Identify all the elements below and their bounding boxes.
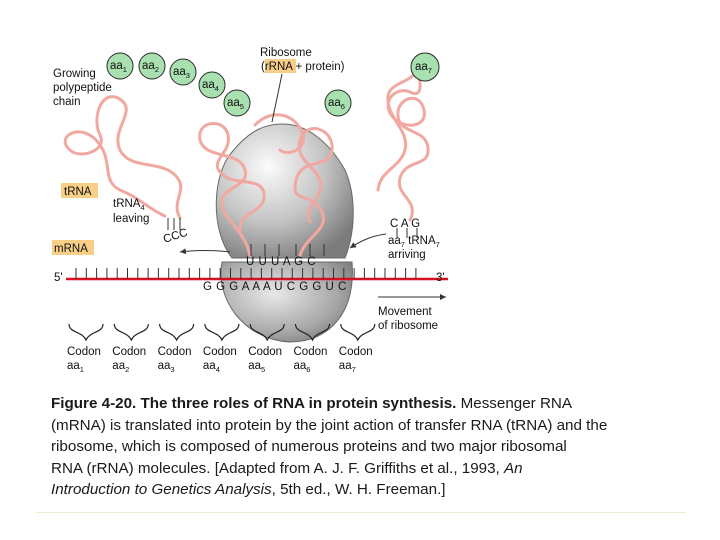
- ribosome: [215, 123, 354, 343]
- amino-acid-aa2: aa2: [138, 52, 166, 80]
- caption-line-4a: RNA (rRNA) molecules. [Adapted from A. J…: [51, 459, 504, 477]
- amino-acid-aa6: aa6: [324, 89, 352, 117]
- svg-text:tRNA4: tRNA4: [113, 198, 145, 212]
- codon-brace: [159, 323, 195, 342]
- anticodon-bases: U U U A G C: [246, 256, 316, 268]
- codon-brace: [294, 323, 331, 342]
- svg-text:aa7 tRNA7: aa7 tRNA7: [388, 235, 440, 249]
- codon-amino-acid-label: aa4: [203, 360, 220, 374]
- svg-text:polypeptide: polypeptide: [53, 82, 112, 94]
- codon-brace: [249, 323, 285, 342]
- amino-acid-aa5: aa5: [223, 89, 251, 117]
- arriving-arrow: [349, 233, 387, 249]
- codon-amino-acid-label: aa5: [248, 360, 265, 374]
- ribosome-label: Ribosome (rRNA + protein): [260, 47, 345, 123]
- svg-text:aa6: aa6: [328, 97, 345, 111]
- trna-strands: [63, 66, 430, 258]
- anticodon-arriving: C A G: [390, 218, 420, 230]
- caption-line-5b: , 5th ed., W. H. Freeman.]: [271, 481, 446, 498]
- trna-leaving-strand: [63, 95, 183, 220]
- mrna-bases: G G G A A A U C G G U C: [203, 281, 347, 293]
- figure-caption: Figure 4-20. The three roles of RNA in p…: [51, 393, 691, 501]
- mrna-strand: 5' 3': [54, 268, 448, 284]
- ribosome-small-subunit: [220, 261, 353, 343]
- codon-label: Codon: [203, 346, 237, 358]
- codon-amino-acid-label: aa1: [67, 360, 84, 374]
- svg-text:Ribosome: Ribosome: [260, 47, 312, 59]
- anticodon-leaving: CCC: [162, 227, 189, 246]
- svg-text:aa2: aa2: [142, 60, 159, 74]
- caption-line-5a: Introduction to Genetics Analysis: [51, 481, 272, 498]
- svg-text:Movement: Movement: [378, 306, 432, 318]
- svg-text:aa4: aa4: [202, 79, 219, 93]
- codon-label: Codon: [158, 346, 192, 358]
- ribosome-large-subunit: [215, 123, 354, 259]
- amino-acid-aa1: aa1: [106, 52, 134, 80]
- trna-mid-strand: [253, 113, 305, 154]
- svg-text:mRNA: mRNA: [54, 243, 88, 255]
- amino-acid-aa3: aa3: [169, 58, 197, 86]
- codon-brace: [340, 323, 376, 342]
- trna-p-site-strand: [198, 122, 266, 258]
- movement-of-ribosome: Movement of ribosome: [378, 294, 446, 332]
- three-prime-label: 3': [436, 272, 445, 284]
- svg-text:arriving: arriving: [388, 249, 426, 261]
- codon-brace: [204, 323, 240, 342]
- codon-amino-acid-label: aa7: [339, 360, 356, 374]
- translation-diagram: aa1 aa2 aa3 aa4 aa5 aa6 aa7 Growing pol: [52, 47, 448, 374]
- caption-title: Figure 4-20. The three roles of RNA in p…: [51, 395, 457, 412]
- codon-label: Codon: [339, 346, 373, 358]
- codon-labels: Codon aa1 Codon aa2 Codon aa3 Codon aa4 Codon aa5…: [67, 323, 376, 374]
- codon-amino-acid-label: aa2: [112, 360, 129, 374]
- caption-line-3: ribosome, which is composed of numerous …: [51, 438, 567, 455]
- trna4-leaving-label: tRNA4 leaving: [113, 198, 149, 225]
- codon-label: Codon: [67, 346, 101, 358]
- svg-text:aa5: aa5: [227, 97, 244, 111]
- trna-a-site-strand: [293, 127, 334, 258]
- codon-brace: [113, 323, 149, 342]
- svg-text:aa1: aa1: [110, 60, 127, 74]
- amino-acid-aa7: aa7: [410, 52, 440, 82]
- svg-text:leaving: leaving: [113, 213, 149, 225]
- svg-text:tRNA: tRNA: [64, 186, 92, 198]
- growing-chain-label: Growing polypeptide chain: [53, 68, 112, 108]
- codon-amino-acid-label: aa3: [158, 360, 175, 374]
- codon-amino-acid-label: aa6: [294, 360, 311, 374]
- caption-line-2: (mRNA) is translated into protein by the…: [51, 416, 608, 434]
- trna-label: tRNA: [61, 183, 98, 198]
- aa7-trna7-arriving-label: aa7 tRNA7 arriving: [388, 235, 440, 261]
- codon-brace: [68, 323, 104, 342]
- caption-line-4b: An: [503, 459, 523, 477]
- svg-text:Growing: Growing: [53, 68, 96, 80]
- trna-arriving-strand: [376, 66, 430, 222]
- anticodon-sticks: [167, 218, 418, 256]
- svg-text:(rRNA + protein): (rRNA + protein): [261, 61, 345, 73]
- bottom-rule: [36, 512, 686, 513]
- amino-acid-aa4: aa4: [198, 71, 226, 99]
- codon-label: Codon: [248, 346, 282, 358]
- codon-label: Codon: [294, 346, 328, 358]
- codon-label: Codon: [112, 346, 146, 358]
- svg-text:aa3: aa3: [173, 66, 190, 80]
- leaving-arrow: [179, 248, 231, 255]
- amino-acid-chain: aa1 aa2 aa3 aa4 aa5 aa6 aa7: [106, 52, 440, 117]
- five-prime-label: 5': [54, 272, 63, 284]
- svg-text:aa7: aa7: [415, 61, 432, 75]
- mrna-label: mRNA: [52, 240, 94, 255]
- svg-text:chain: chain: [53, 96, 81, 108]
- svg-text:of ribosome: of ribosome: [378, 320, 438, 332]
- caption-text-1: Messenger RNA: [456, 395, 573, 412]
